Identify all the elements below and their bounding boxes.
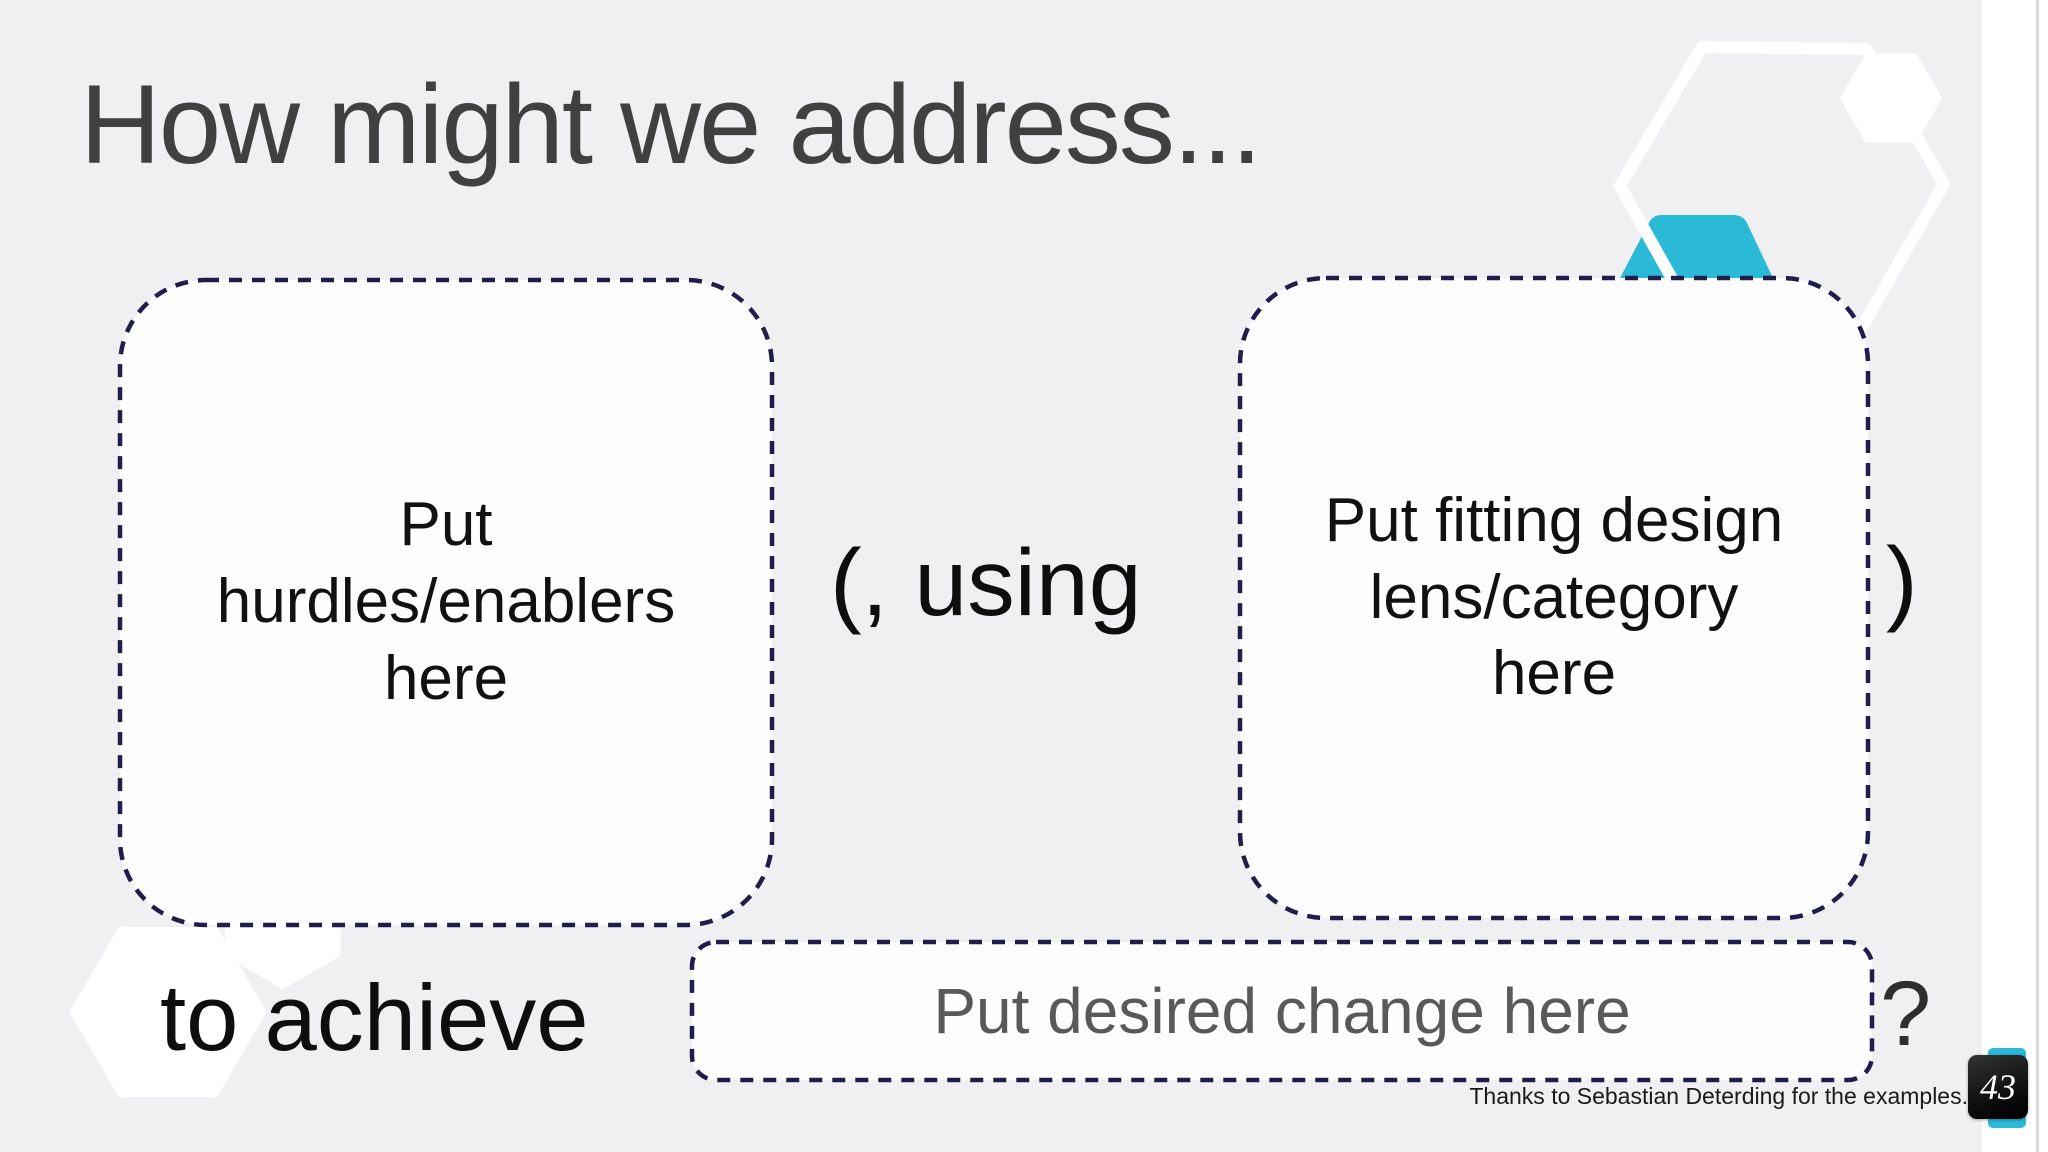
design-lens-placeholder-label: Put fitting design lens/category here [1240,278,1868,918]
hurdles-line-3: here [383,643,509,713]
hexagon-outline-corner-icon [2000,0,2048,83]
connector-open-text: (, using [830,529,1142,636]
hurdles-placeholder-box [117,277,775,928]
hexagon-solid-small-icon [1840,53,1942,143]
credit-text: Thanks to Sebastian Deterding for the ex… [1469,1083,1968,1109]
connector-close-text: ) [1886,527,1918,634]
slide-title: How might we address... [80,62,1262,187]
to-achieve-label: to achieve [160,965,589,1070]
design-lens-line-3: here [1491,639,1617,709]
hurdles-placeholder-label: Put hurdles/enablers here [120,280,772,925]
design-lens-line-2: lens/category [1369,562,1739,632]
desired-change-placeholder-label: Put desired change here [933,975,1631,1047]
desired-change-placeholder-box [689,939,1875,1083]
hurdles-line-2: hurdles/enablers [216,567,676,637]
design-lens-line-1: Put fitting design [1324,485,1784,555]
design-lens-placeholder-box [1237,275,1871,921]
viewer-page-edge [2036,0,2039,1152]
page-number-badge: 43 [1968,1055,2028,1119]
hexagon-solid-bottom-left-icon [70,927,266,1097]
hurdles-line-1: Put [399,490,493,560]
question-mark-text: ? [1880,962,1932,1065]
